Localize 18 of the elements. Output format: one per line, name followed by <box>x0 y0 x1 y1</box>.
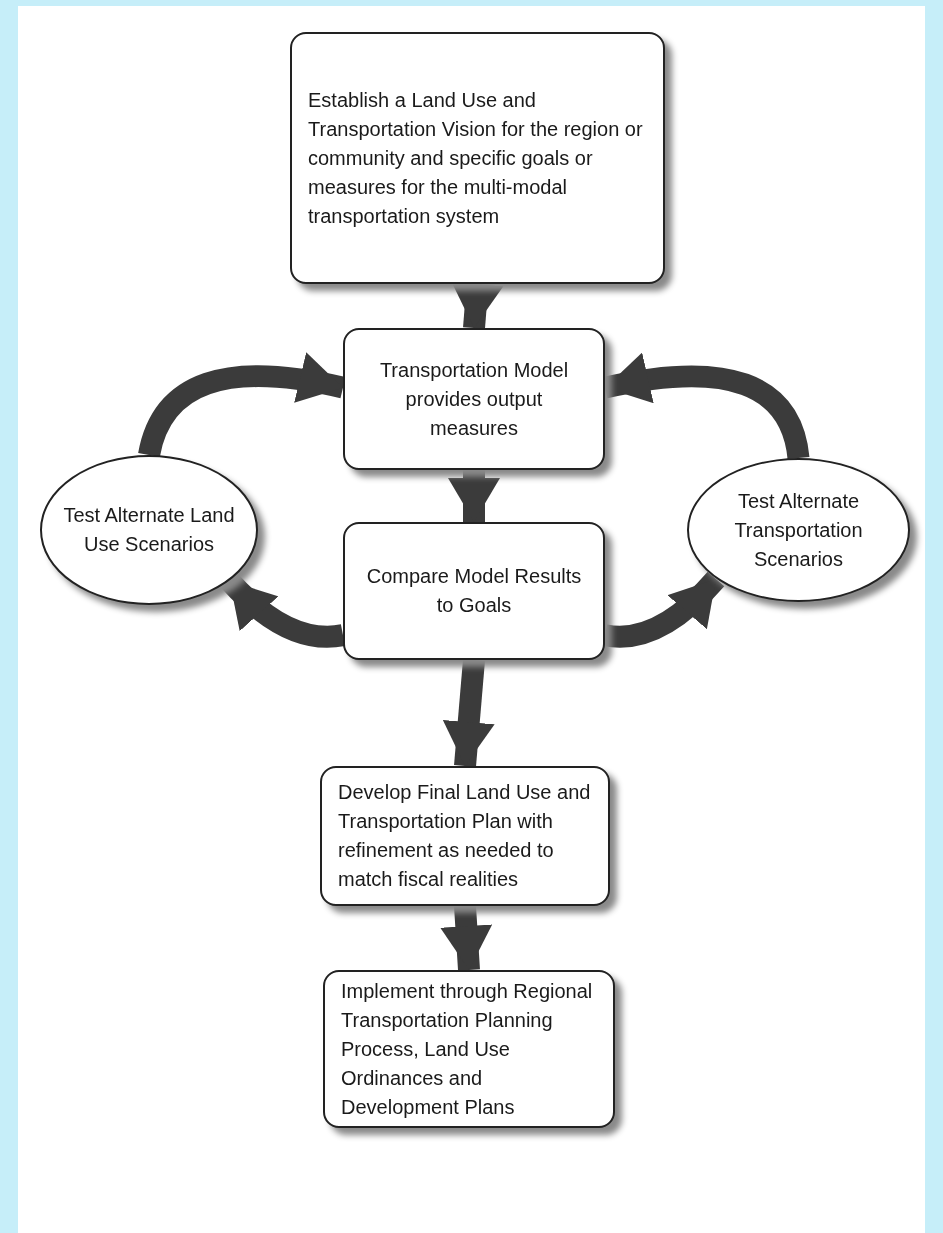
block-arrow <box>221 573 345 648</box>
node-text: Test Alternate Transportation Scenarios <box>733 488 864 572</box>
node-text: Develop Final Land Use and Transportation Plan with refinement as needed to match fiscal realities <box>338 780 592 892</box>
block-arrow <box>440 905 493 971</box>
block-arrow <box>603 571 725 648</box>
node-text: Compare Model Results to Goals <box>365 564 583 618</box>
block-arrow <box>448 470 500 522</box>
node-text: Test Alternate Land Use Scenarios <box>62 503 236 557</box>
block-arrow <box>451 282 504 329</box>
node-text: Implement through Regional Transportation Planning Process, Land Use Ordinances and Development Plans <box>341 978 594 1120</box>
node-text: Transportation Model provides output measures <box>378 357 570 441</box>
block-arrow <box>442 659 495 767</box>
process-box <box>323 970 615 1128</box>
node-text: Establish a Land Use and Transportation Vision for the region or community and specific goals or measures for the multi-modal transportation system <box>308 87 644 229</box>
process-box <box>320 766 610 906</box>
process-box <box>343 522 605 660</box>
process-box <box>290 32 665 284</box>
process-box <box>343 328 605 470</box>
